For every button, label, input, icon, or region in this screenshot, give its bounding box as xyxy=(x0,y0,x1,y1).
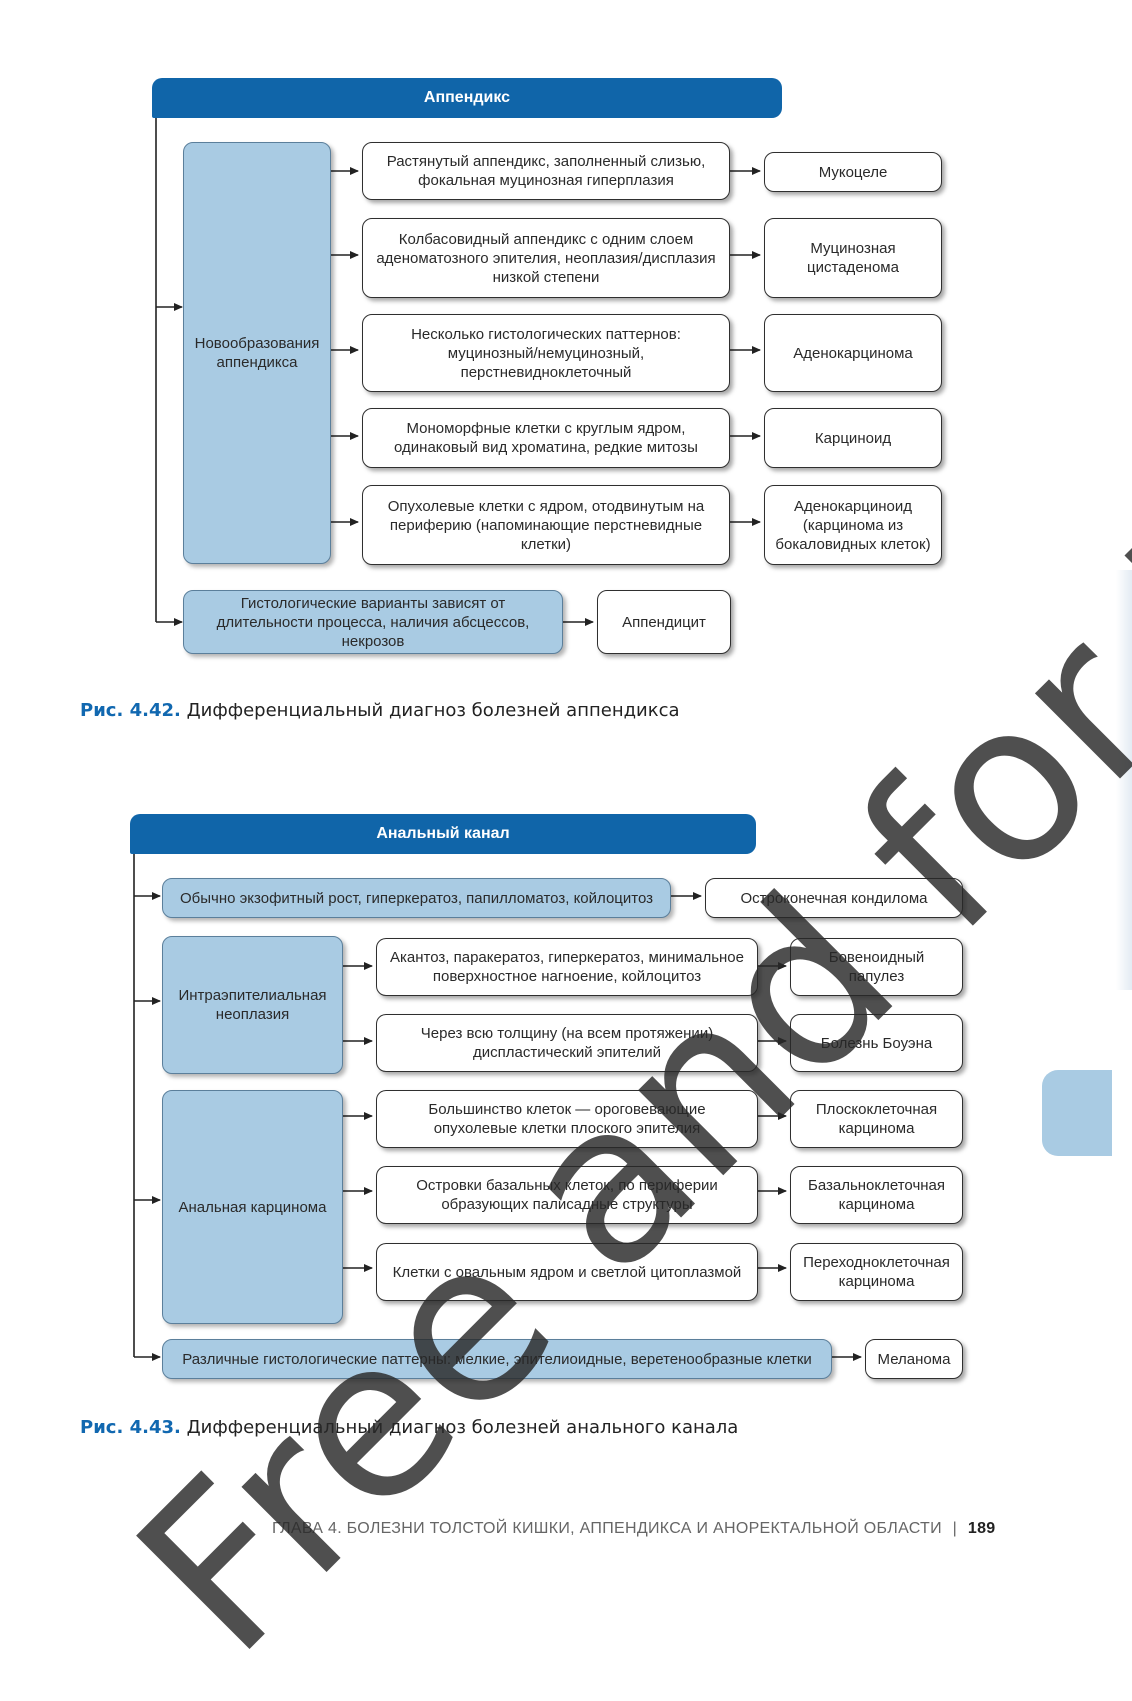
anal-desc-transitional: Клетки с овальным ядром и светлой цитопл… xyxy=(376,1243,758,1301)
connector-lines xyxy=(133,116,862,1361)
caption-text: Дифференциальный диагноз болезней аппенд… xyxy=(186,700,680,721)
caption-number: Рис. 4.42. xyxy=(80,700,181,721)
result-basal-carcinoma: Базальноклеточная карцинома xyxy=(790,1166,963,1224)
intraepithelial-neoplasia-box: Интраэпителиальная неоплазия xyxy=(162,936,343,1074)
result-appendicitis: Аппендицит xyxy=(597,590,731,654)
figure-caption-4-43: Рис. 4.43. Дифференциальный диагноз боле… xyxy=(80,1417,738,1438)
result-condyloma: Остроконечная кондилома xyxy=(705,878,963,918)
appendix-desc-3: Несколько гистологических паттернов: муц… xyxy=(362,314,730,392)
appendix-desc-1: Растянутый аппендикс, заполненный слизью… xyxy=(362,142,730,200)
chapter-title: ГЛАВА 4. БОЛЕЗНИ ТОЛСТОЙ КИШКИ, АППЕНДИК… xyxy=(272,1520,942,1537)
result-adenocarcinoma: Аденокарцинома xyxy=(764,314,942,392)
appendix-histology-variants: Гистологические варианты зависят от длит… xyxy=(183,590,563,654)
anal-canal-header: Анальный канал xyxy=(130,814,756,854)
appendix-desc-5: Опухолевые клетки с ядром, отодвинутым н… xyxy=(362,485,730,565)
page-edge-shade xyxy=(1116,570,1132,990)
figure-caption-4-42: Рис. 4.42. Дифференциальный диагноз боле… xyxy=(80,700,680,721)
result-mucocele: Мукоцеле xyxy=(764,152,942,192)
result-bowenoid-papulosis: Бовеноидный папулез xyxy=(790,938,963,996)
appendix-desc-4: Мономорфные клетки с круглым ядром, один… xyxy=(362,408,730,468)
result-carcinoid: Карциноид xyxy=(764,408,942,468)
caption-text: Дифференциальный диагноз болезней анальн… xyxy=(186,1417,739,1438)
result-squamous-carcinoma: Плоскоклеточная карцинома xyxy=(790,1090,963,1148)
appendix-header: Аппендикс xyxy=(152,78,782,118)
result-melanoma: Меланома xyxy=(865,1339,963,1379)
appendix-desc-2: Колбасовидный аппендикс с одним слоем ад… xyxy=(362,218,730,298)
anal-carcinoma-box: Анальная карцинома xyxy=(162,1090,343,1324)
anal-desc-squamous: Большинство клеток — ороговевающие опухо… xyxy=(376,1090,758,1148)
result-transitional-carcinoma: Переходноклеточная карцинома xyxy=(790,1243,963,1301)
result-mucinous-cystadenoma: Муцинозная цистаденома xyxy=(764,218,942,298)
caption-number: Рис. 4.43. xyxy=(80,1417,181,1438)
result-bowen-disease: Болезнь Боуэна xyxy=(790,1014,963,1072)
anal-bottom-desc: Различные гистологические паттерны: мелк… xyxy=(162,1339,832,1379)
result-adenocarcinoid: Аденокарциноид (карцинома из бокаловидны… xyxy=(764,485,942,565)
anal-desc-bowen: Через всю толщину (на всем протяжении) д… xyxy=(376,1014,758,1072)
chapter-tab xyxy=(1042,1070,1112,1156)
footer-separator: | xyxy=(952,1520,958,1537)
anal-top-desc: Обычно экзофитный рост, гиперкератоз, па… xyxy=(162,878,671,918)
appendix-neoplasms-box: Новообразования аппендикса xyxy=(183,142,331,564)
page-number: 189 xyxy=(967,1520,996,1537)
page-footer: ГЛАВА 4. БОЛЕЗНИ ТОЛСТОЙ КИШКИ, АППЕНДИК… xyxy=(272,1520,996,1538)
anal-desc-bowenoid: Акантоз, паракератоз, гиперкератоз, мини… xyxy=(376,938,758,996)
anal-desc-basal: Островки базальных клеток, по периферии … xyxy=(376,1166,758,1224)
